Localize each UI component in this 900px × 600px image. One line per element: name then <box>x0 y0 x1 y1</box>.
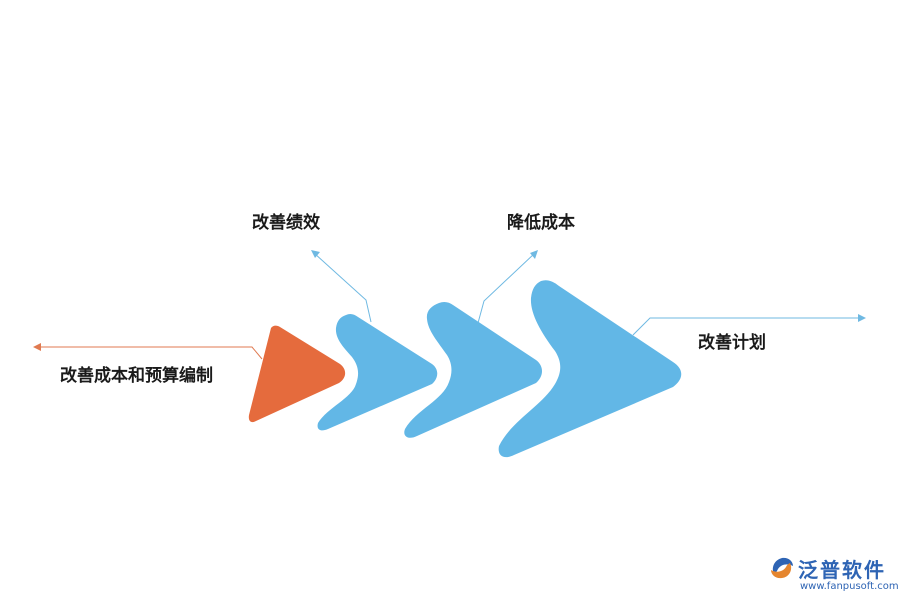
chevron-mid-blue <box>404 301 542 438</box>
label-top-first: 改善绩效 <box>252 213 320 233</box>
arrowhead-right <box>858 314 866 322</box>
chevron-small-blue <box>317 313 438 431</box>
connector-line-top-first <box>313 252 372 323</box>
arrowhead-top-second <box>530 250 538 259</box>
brand-logo: 泛普软件 www.fanpusoft.com <box>768 552 899 596</box>
label-top-second: 降低成本 <box>507 213 575 233</box>
chevron-large-blue <box>498 280 682 458</box>
triangle-orange <box>248 325 346 423</box>
arrowhead-top-first <box>311 250 320 258</box>
connector-line-top-second <box>477 252 536 324</box>
label-left: 改善成本和预算编制 <box>60 366 213 386</box>
label-right: 改善计划 <box>698 333 766 353</box>
brand-name: 泛普软件 <box>798 558 886 582</box>
connector-line-right <box>632 317 864 336</box>
connector-line-left <box>36 346 263 360</box>
brand-url: www.fanpusoft.com <box>800 581 899 592</box>
arrowhead-left <box>33 343 41 351</box>
brand-mark-icon <box>771 557 793 579</box>
